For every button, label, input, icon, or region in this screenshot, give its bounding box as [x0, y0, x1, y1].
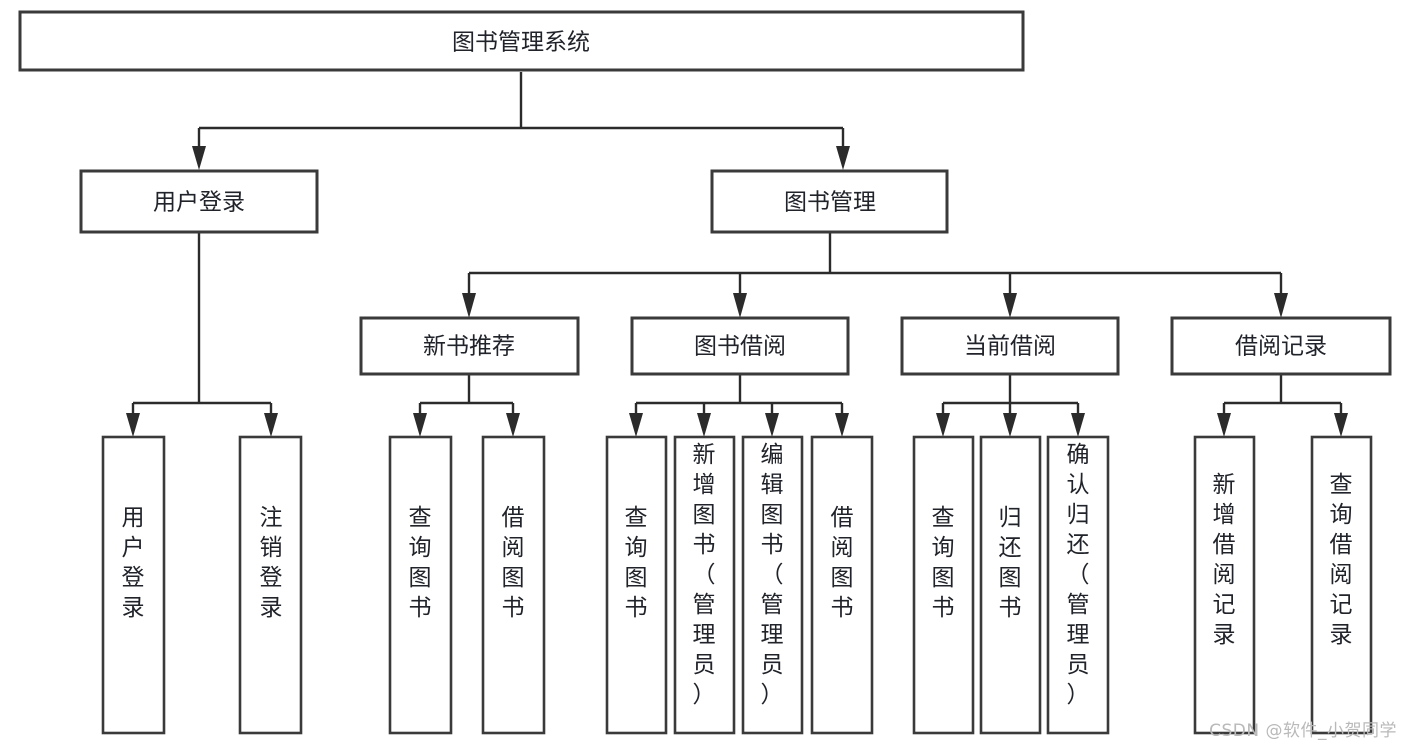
- node-leaf-query-book-a-label: 查询图书: [409, 505, 432, 621]
- node-leaf-add-book-label: 新增图书（管理员）: [693, 442, 716, 708]
- node-leaf-query-record[interactable]: 查询借阅记录: [1310, 435, 1373, 735]
- node-leaf-user-login-label: 用户登录: [122, 505, 145, 621]
- node-leaf-logout-label: 注销登录: [260, 505, 283, 621]
- csdn-watermark: CSDN @软件_小贺同学: [1209, 721, 1397, 741]
- node-leaf-logout[interactable]: 注销登录: [238, 435, 303, 735]
- connector-root-to-level2: [192, 72, 850, 170]
- node-new-book-recommend[interactable]: 新书推荐: [359, 316, 580, 376]
- connector-userlogin-to-leaves: [126, 233, 278, 437]
- node-leaf-borrow-book-a-label: 借阅图书: [502, 505, 525, 621]
- node-leaf-borrow-book-b-label: 借阅图书: [831, 505, 854, 621]
- connector-records-to-leaves: [1217, 374, 1348, 437]
- connector-current-to-leaves: [936, 374, 1085, 437]
- node-current-borrow-label: 当前借阅: [964, 334, 1056, 360]
- node-leaf-query-record-label: 查询借阅记录: [1330, 472, 1353, 648]
- connector-borrow-to-leaves: [629, 374, 849, 437]
- connector-newbook-to-leaves: [413, 374, 520, 437]
- node-leaf-add-book[interactable]: 新增图书（管理员）: [673, 435, 736, 735]
- node-new-book-recommend-label: 新书推荐: [423, 334, 515, 360]
- node-leaf-edit-book[interactable]: 编辑图书（管理员）: [741, 435, 804, 735]
- node-root-system-label: 图书管理系统: [452, 30, 590, 56]
- node-leaf-query-book-c-label: 查询图书: [932, 505, 955, 621]
- node-user-login-label: 用户登录: [153, 190, 245, 216]
- node-leaf-borrow-book-b[interactable]: 借阅图书: [810, 435, 874, 735]
- node-book-management[interactable]: 图书管理: [710, 169, 949, 234]
- node-leaf-return-book-label: 归还图书: [999, 505, 1022, 621]
- node-leaf-user-login[interactable]: 用户登录: [101, 435, 166, 735]
- node-book-borrow[interactable]: 图书借阅: [630, 316, 850, 376]
- node-user-login[interactable]: 用户登录: [79, 169, 319, 234]
- node-borrow-records[interactable]: 借阅记录: [1170, 316, 1392, 376]
- node-borrow-records-label: 借阅记录: [1235, 334, 1327, 360]
- node-leaf-borrow-book-a[interactable]: 借阅图书: [481, 435, 546, 735]
- node-leaf-query-book-b-label: 查询图书: [625, 505, 648, 621]
- node-root-system[interactable]: 图书管理系统: [18, 10, 1025, 72]
- node-book-borrow-label: 图书借阅: [694, 334, 786, 360]
- node-leaf-add-record[interactable]: 新增借阅记录: [1193, 435, 1256, 735]
- node-book-management-label: 图书管理: [784, 190, 876, 216]
- node-leaf-confirm-return[interactable]: 确认归还（管理员）: [1046, 435, 1110, 735]
- node-leaf-query-book-a[interactable]: 查询图书: [388, 435, 453, 735]
- node-leaf-edit-book-label: 编辑图书（管理员）: [761, 442, 784, 708]
- connector-bookmgmt-to-level3: [462, 233, 1288, 318]
- node-leaf-confirm-return-label: 确认归还（管理员）: [1067, 442, 1090, 708]
- node-leaf-query-book-b[interactable]: 查询图书: [605, 435, 668, 735]
- node-leaf-return-book[interactable]: 归还图书: [979, 435, 1042, 735]
- node-current-borrow[interactable]: 当前借阅: [900, 316, 1120, 376]
- node-leaf-query-book-c[interactable]: 查询图书: [912, 435, 975, 735]
- node-leaf-add-record-label: 新增借阅记录: [1213, 472, 1236, 648]
